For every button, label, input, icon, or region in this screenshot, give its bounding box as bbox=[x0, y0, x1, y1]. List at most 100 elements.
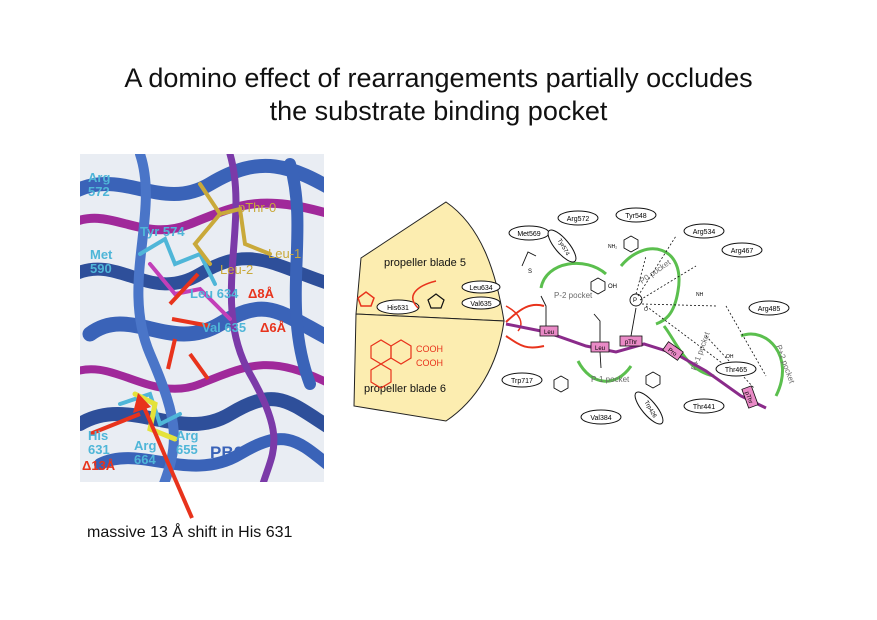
pocket-p-plus-2-label: P+2 pocket bbox=[774, 344, 796, 386]
residue-arg485 bbox=[748, 300, 790, 316]
transfer-arrow bbox=[505, 303, 545, 323]
label-tyr574: Tyr 574 bbox=[140, 224, 185, 239]
blade-5-label: propeller blade 5 bbox=[384, 257, 466, 269]
binding-pocket-schematic: propeller blade 5 propeller blade 6 His6… bbox=[353, 201, 797, 425]
ribbon bbox=[284, 158, 316, 390]
pentagon-ring bbox=[427, 293, 445, 309]
svg-text:Leu: Leu bbox=[595, 346, 605, 352]
peptide-leu-a bbox=[539, 325, 559, 337]
title-line-1: A domino effect of rearrangements partia… bbox=[124, 63, 753, 93]
side-chain bbox=[540, 295, 547, 326]
svg-text:Pro: Pro bbox=[666, 348, 678, 359]
pocket-p-plus-1-label: P+1 pocket bbox=[689, 330, 711, 372]
slide-title: A domino effect of rearrangements partia… bbox=[0, 62, 877, 128]
peptide-backbone bbox=[505, 322, 767, 410]
compound-icon bbox=[370, 339, 412, 389]
residue-leu634 bbox=[461, 280, 501, 294]
pocket-p-2 bbox=[539, 261, 608, 289]
pocket-p-plus-2 bbox=[740, 332, 784, 397]
aromatic-ring bbox=[553, 375, 569, 393]
atom-oh: OH bbox=[608, 284, 617, 290]
svg-text:Tyr548: Tyr548 bbox=[625, 213, 647, 220]
residue-val384 bbox=[580, 409, 622, 425]
label-pb6: PB6 bbox=[210, 443, 243, 462]
residue-his631 bbox=[376, 299, 420, 315]
shift-arrow bbox=[171, 317, 211, 328]
shift-arrow bbox=[412, 280, 437, 309]
stick-gold bbox=[198, 182, 272, 256]
atom-s: S bbox=[528, 269, 532, 275]
label-leu634: Leu 634 bbox=[190, 286, 239, 301]
ribbon bbox=[80, 252, 324, 291]
svg-text:Arg534: Arg534 bbox=[693, 229, 716, 236]
residue-arg467 bbox=[721, 242, 763, 258]
h-bond bbox=[641, 303, 717, 307]
label-his631-shift: Δ13Å bbox=[82, 458, 116, 473]
callout-arrowhead bbox=[133, 393, 151, 413]
residue-trp717 bbox=[501, 372, 543, 388]
aromatic-ring bbox=[623, 235, 639, 253]
label-leu1: Leu-1 bbox=[268, 246, 301, 261]
svg-text:Leu634: Leu634 bbox=[469, 285, 492, 292]
h-bond bbox=[639, 265, 697, 301]
pocket-p-1 bbox=[576, 360, 633, 383]
pocket-p0-label: P0 pocket bbox=[638, 257, 673, 285]
ribbon bbox=[80, 198, 324, 235]
h-bond bbox=[635, 255, 647, 295]
callout-arrow bbox=[141, 404, 194, 519]
stick-cyan bbox=[138, 236, 217, 286]
label-val635: Val 635 bbox=[202, 320, 246, 335]
svg-text:Thr441: Thr441 bbox=[693, 404, 715, 411]
svg-text:Val384: Val384 bbox=[590, 415, 611, 422]
ribbon bbox=[80, 361, 324, 393]
shift-arrow bbox=[188, 352, 210, 381]
pentagon-ring bbox=[357, 291, 375, 307]
svg-text:pThr: pThr bbox=[625, 340, 637, 346]
svg-text:Arg485: Arg485 bbox=[758, 306, 781, 313]
propeller-blade-6 bbox=[353, 313, 505, 422]
ribbon bbox=[94, 433, 324, 472]
h-bond bbox=[645, 305, 727, 367]
transfer-arrow bbox=[505, 335, 545, 349]
atom-oh-2: OH bbox=[726, 354, 734, 360]
residue-tyr574 bbox=[547, 229, 577, 263]
caption: massive 13 Å shift in His 631 bbox=[87, 524, 293, 541]
atom-p: P bbox=[633, 298, 637, 304]
residue-arg572 bbox=[557, 210, 599, 226]
svg-text:Arg467: Arg467 bbox=[731, 248, 754, 255]
svg-text:Trp717: Trp717 bbox=[511, 378, 533, 385]
residue-val635 bbox=[461, 296, 501, 310]
stick-gold bbox=[192, 212, 222, 266]
h-bond bbox=[725, 305, 767, 377]
label-leu634-shift: Δ8Å bbox=[248, 286, 275, 301]
ribbon bbox=[80, 392, 324, 433]
peptide-pthr-2 bbox=[741, 385, 759, 409]
pocket-p-1-label: P-1 pocket bbox=[591, 375, 630, 384]
aromatic-ring bbox=[590, 277, 606, 295]
label-leu2: Leu-2 bbox=[220, 262, 253, 277]
svg-text:Val635: Val635 bbox=[470, 301, 491, 308]
label-val635-shift: Δ6Å bbox=[260, 320, 287, 335]
residue-tyr548 bbox=[615, 207, 657, 223]
shift-arrow bbox=[168, 272, 200, 306]
residue-arg534 bbox=[683, 223, 725, 239]
svg-text:Met569: Met569 bbox=[517, 231, 540, 238]
atom-nh: NH bbox=[696, 292, 704, 298]
pocket-p0 bbox=[619, 247, 681, 326]
side-chain bbox=[521, 251, 537, 267]
pocket-p-2-label: P-2 pocket bbox=[554, 291, 593, 300]
shift-arrow bbox=[89, 412, 141, 436]
pocket-p-plus-1 bbox=[662, 325, 715, 378]
stick-magenta bbox=[148, 262, 232, 321]
cooh-2: COOH bbox=[416, 358, 443, 368]
ribbon bbox=[133, 154, 179, 482]
label-pthr0: pThr-0 bbox=[238, 200, 276, 215]
atom-o: O bbox=[644, 307, 648, 313]
